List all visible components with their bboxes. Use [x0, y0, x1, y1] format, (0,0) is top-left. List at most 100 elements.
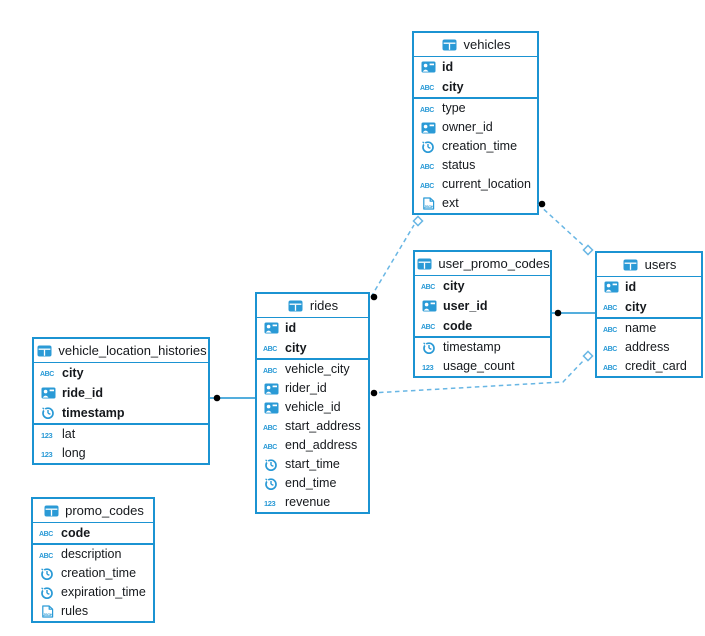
- table-header-rides[interactable]: rides: [257, 294, 368, 318]
- field-row-end_time[interactable]: end_time: [257, 474, 368, 493]
- field-row-expiration_time[interactable]: expiration_time: [33, 583, 153, 602]
- field-row-id[interactable]: id: [597, 277, 701, 297]
- field-row-city[interactable]: ABC city: [414, 77, 537, 97]
- field-label: id: [442, 59, 454, 74]
- field-row-timestamp[interactable]: timestamp: [415, 338, 550, 357]
- svg-text:123: 123: [264, 499, 276, 508]
- field-row-creation_time[interactable]: creation_time: [33, 564, 153, 583]
- field-row-start_address[interactable]: ABC start_address: [257, 417, 368, 436]
- field-label: timestamp: [443, 340, 501, 355]
- field-label: current_location: [442, 177, 531, 192]
- svg-text:JSON: JSON: [43, 612, 53, 617]
- field-row-vehicle_id[interactable]: vehicle_id: [257, 398, 368, 417]
- field-label: vehicle_id: [285, 400, 341, 415]
- abc-icon: ABC: [262, 422, 280, 432]
- field-label: address: [625, 340, 670, 355]
- svg-text:JSON: JSON: [424, 204, 434, 209]
- id-icon: [39, 387, 57, 399]
- table-header-users[interactable]: users: [597, 253, 701, 277]
- field-row-start_time[interactable]: start_time: [257, 455, 368, 474]
- field-label: timestamp: [62, 405, 125, 420]
- field-row-ride_id[interactable]: ride_id: [34, 383, 208, 403]
- field-label: city: [442, 79, 464, 94]
- id-icon: [262, 322, 280, 334]
- field-row-code[interactable]: ABC code: [33, 523, 153, 543]
- field-label: start_address: [285, 419, 361, 434]
- abc-icon: ABC: [38, 528, 56, 538]
- table-header-promo_codes[interactable]: promo_codes: [33, 499, 153, 523]
- svg-text:ABC: ABC: [421, 324, 435, 331]
- field-row-revenue[interactable]: 123 revenue: [257, 493, 368, 512]
- abc-icon: ABC: [39, 368, 57, 378]
- field-row-owner_id[interactable]: owner_id: [414, 118, 537, 137]
- field-label: end_address: [285, 438, 358, 453]
- abc-icon: ABC: [262, 365, 280, 375]
- table-icon: [35, 345, 53, 357]
- table-icon: [42, 505, 60, 517]
- table-title: vehicles: [463, 37, 511, 52]
- field-row-end_address[interactable]: ABC end_address: [257, 436, 368, 455]
- time-icon: [39, 406, 57, 420]
- table-icon: [622, 259, 640, 271]
- svg-text:ABC: ABC: [40, 371, 54, 378]
- field-row-current_location[interactable]: ABC current_location: [414, 175, 537, 194]
- svg-text:ABC: ABC: [603, 327, 617, 334]
- primary-key-section: ABC code: [33, 523, 153, 545]
- svg-text:123: 123: [41, 431, 53, 440]
- table-header-vehicles[interactable]: vehicles: [414, 33, 537, 57]
- time-icon: [419, 140, 437, 154]
- abc-icon: ABC: [420, 321, 438, 331]
- field-row-rider_id[interactable]: rider_id: [257, 379, 368, 398]
- field-row-creation_time[interactable]: creation_time: [414, 137, 537, 156]
- field-label: status: [442, 158, 476, 173]
- field-label: long: [62, 446, 86, 461]
- field-row-id[interactable]: id: [414, 57, 537, 77]
- field-row-id[interactable]: id: [257, 318, 368, 338]
- table-header-user_promo_codes[interactable]: user_promo_codes: [415, 252, 550, 276]
- abc-icon: ABC: [419, 82, 437, 92]
- number-icon: 123: [39, 430, 57, 440]
- svg-text:123: 123: [422, 363, 434, 372]
- field-row-timestamp[interactable]: timestamp: [34, 403, 208, 423]
- table-header-vehicle_location_histories[interactable]: vehicle_location_histories: [34, 339, 208, 363]
- field-label: expiration_time: [61, 585, 146, 600]
- table-icon: [415, 258, 433, 270]
- abc-icon: ABC: [262, 441, 280, 451]
- field-label: revenue: [285, 495, 331, 510]
- field-label: code: [61, 525, 91, 540]
- id-icon: [262, 383, 280, 395]
- json-icon: JSON: [38, 605, 56, 618]
- field-row-user_id[interactable]: user_id: [415, 296, 550, 316]
- abc-icon: ABC: [419, 180, 437, 190]
